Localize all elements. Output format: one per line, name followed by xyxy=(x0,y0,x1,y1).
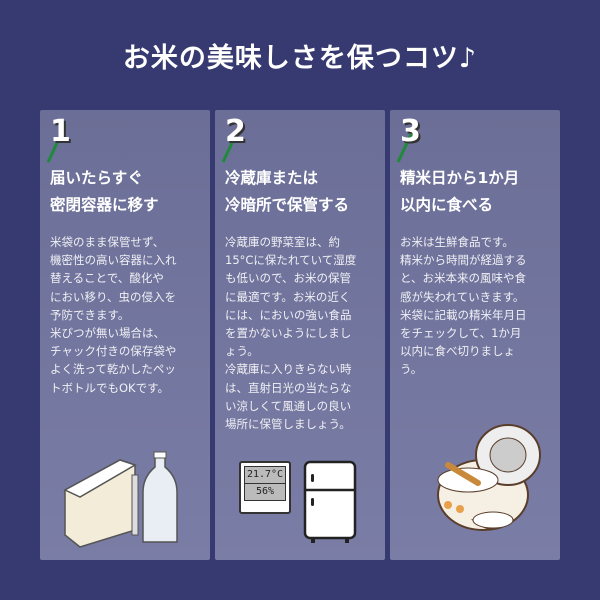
tip-body: 米袋のまま保管せず、 機密性の高い容器に入れ 替えることで、酸化や におい移り、… xyxy=(50,235,177,395)
rice-container-bottle-illustration xyxy=(63,451,178,548)
thermometer-illustration: 21.7°C 56% xyxy=(239,461,291,514)
tip-card-3: 3 精米日から1か月 以内に食べる お米は生鮮食品です。 精米から時間が経過する… xyxy=(390,110,560,560)
tip-body: お米は生鮮食品です。 精米から時間が経過する と、お米本来の風味や食 感が失われ… xyxy=(400,235,527,377)
rice-cooker-illustration xyxy=(437,424,541,531)
tip-number: 1 xyxy=(50,114,71,149)
tip-number: 3 xyxy=(400,114,421,149)
temperature-readout: 21.7°C xyxy=(245,467,285,484)
tip-heading: 届いたらすぐ 密閉容器に移す xyxy=(50,169,159,214)
tip-card-1: 1 届いたらすぐ 密閉容器に移す 米袋のまま保管せず、 機密性の高い容器に入れ … xyxy=(40,110,210,560)
tip-heading: 精米日から1か月 以内に食べる xyxy=(400,169,520,214)
tip-heading: 冷蔵庫または 冷暗所で保管する xyxy=(225,169,350,214)
tip-card-2: 2 冷蔵庫または 冷暗所で保管する 冷蔵庫の野菜室は、約 15°Cに保たれていて… xyxy=(215,110,385,560)
refrigerator-illustration xyxy=(303,460,357,543)
tip-body: 冷蔵庫の野菜室は、約 15°Cに保たれていて湿度 も低いので、お米の保管 に最適… xyxy=(225,235,357,432)
page-title: お米の美味しさを保つコツ♪ xyxy=(122,43,478,74)
tip-number: 2 xyxy=(225,114,246,149)
humidity-readout: 56% xyxy=(255,486,275,497)
